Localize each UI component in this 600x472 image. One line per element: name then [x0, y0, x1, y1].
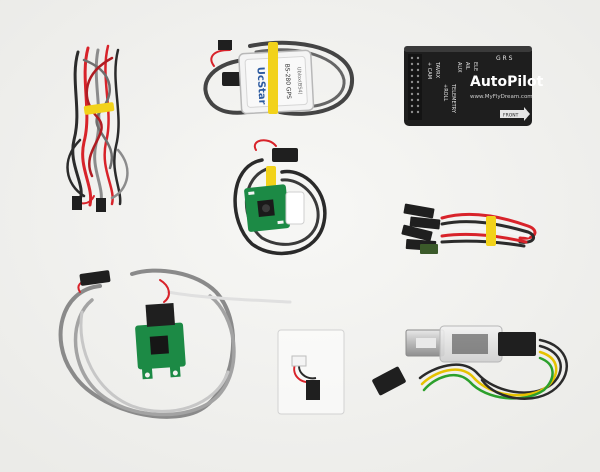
cable-tie	[486, 216, 496, 246]
connector	[420, 244, 438, 254]
servo-lead-bundle	[401, 203, 537, 254]
autopilot-case	[404, 46, 532, 126]
autopilot-port-label: +ROLL	[442, 84, 448, 101]
gps-brand: UcStar	[254, 67, 267, 105]
autopilot-port-label: AIL	[464, 62, 470, 70]
connector	[145, 302, 175, 327]
autopilot-brand: AutoPilot	[470, 74, 544, 90]
gps-sub: Ublox(BS4)	[295, 67, 302, 95]
gps-model: BS-280 GPS	[283, 63, 292, 99]
plastic-bag	[277, 329, 345, 415]
svg-text:FRONT: FRONT	[503, 113, 519, 119]
connector	[272, 148, 298, 162]
connector	[409, 216, 441, 230]
sensor-chip	[149, 335, 169, 355]
connector	[403, 203, 435, 219]
cable-tie	[268, 42, 278, 114]
autopilot-port-label: TAVRX	[434, 61, 440, 79]
connector	[372, 366, 406, 396]
autopilot-port-label: ELE	[472, 62, 478, 71]
autopilot-top-mark: G R S	[496, 55, 513, 62]
sensor-module-gray-coil	[58, 268, 292, 419]
autopilot-port-label: TELEMETRY	[450, 83, 456, 114]
wire-bundle-red-black	[66, 44, 129, 212]
pin-header	[408, 54, 422, 120]
autopilot-website: www.MyFlyDream.com	[470, 94, 533, 100]
connector	[72, 196, 82, 210]
front-arrow-icon: FRONT	[500, 107, 530, 121]
connector	[498, 332, 536, 356]
connector	[79, 270, 111, 286]
autopilot-port-label: + CAM	[426, 62, 432, 79]
autopilot-port-label: AUX	[456, 62, 462, 73]
mount-bracket	[285, 191, 305, 225]
accessory-bag	[277, 329, 345, 415]
sensor-board-coil	[233, 139, 327, 256]
connector	[306, 380, 320, 400]
gps-module: UcStar BS-280 GPS Ublox(BS4)	[203, 40, 355, 116]
connector	[96, 198, 106, 212]
cable-tie	[83, 102, 115, 115]
connector	[291, 355, 307, 367]
connector	[401, 224, 433, 242]
autopilot-unit: + CAM TAVRX +ROLL TELEMETRY AUX AIL ELE …	[404, 46, 544, 126]
usb-adapter	[372, 325, 568, 400]
